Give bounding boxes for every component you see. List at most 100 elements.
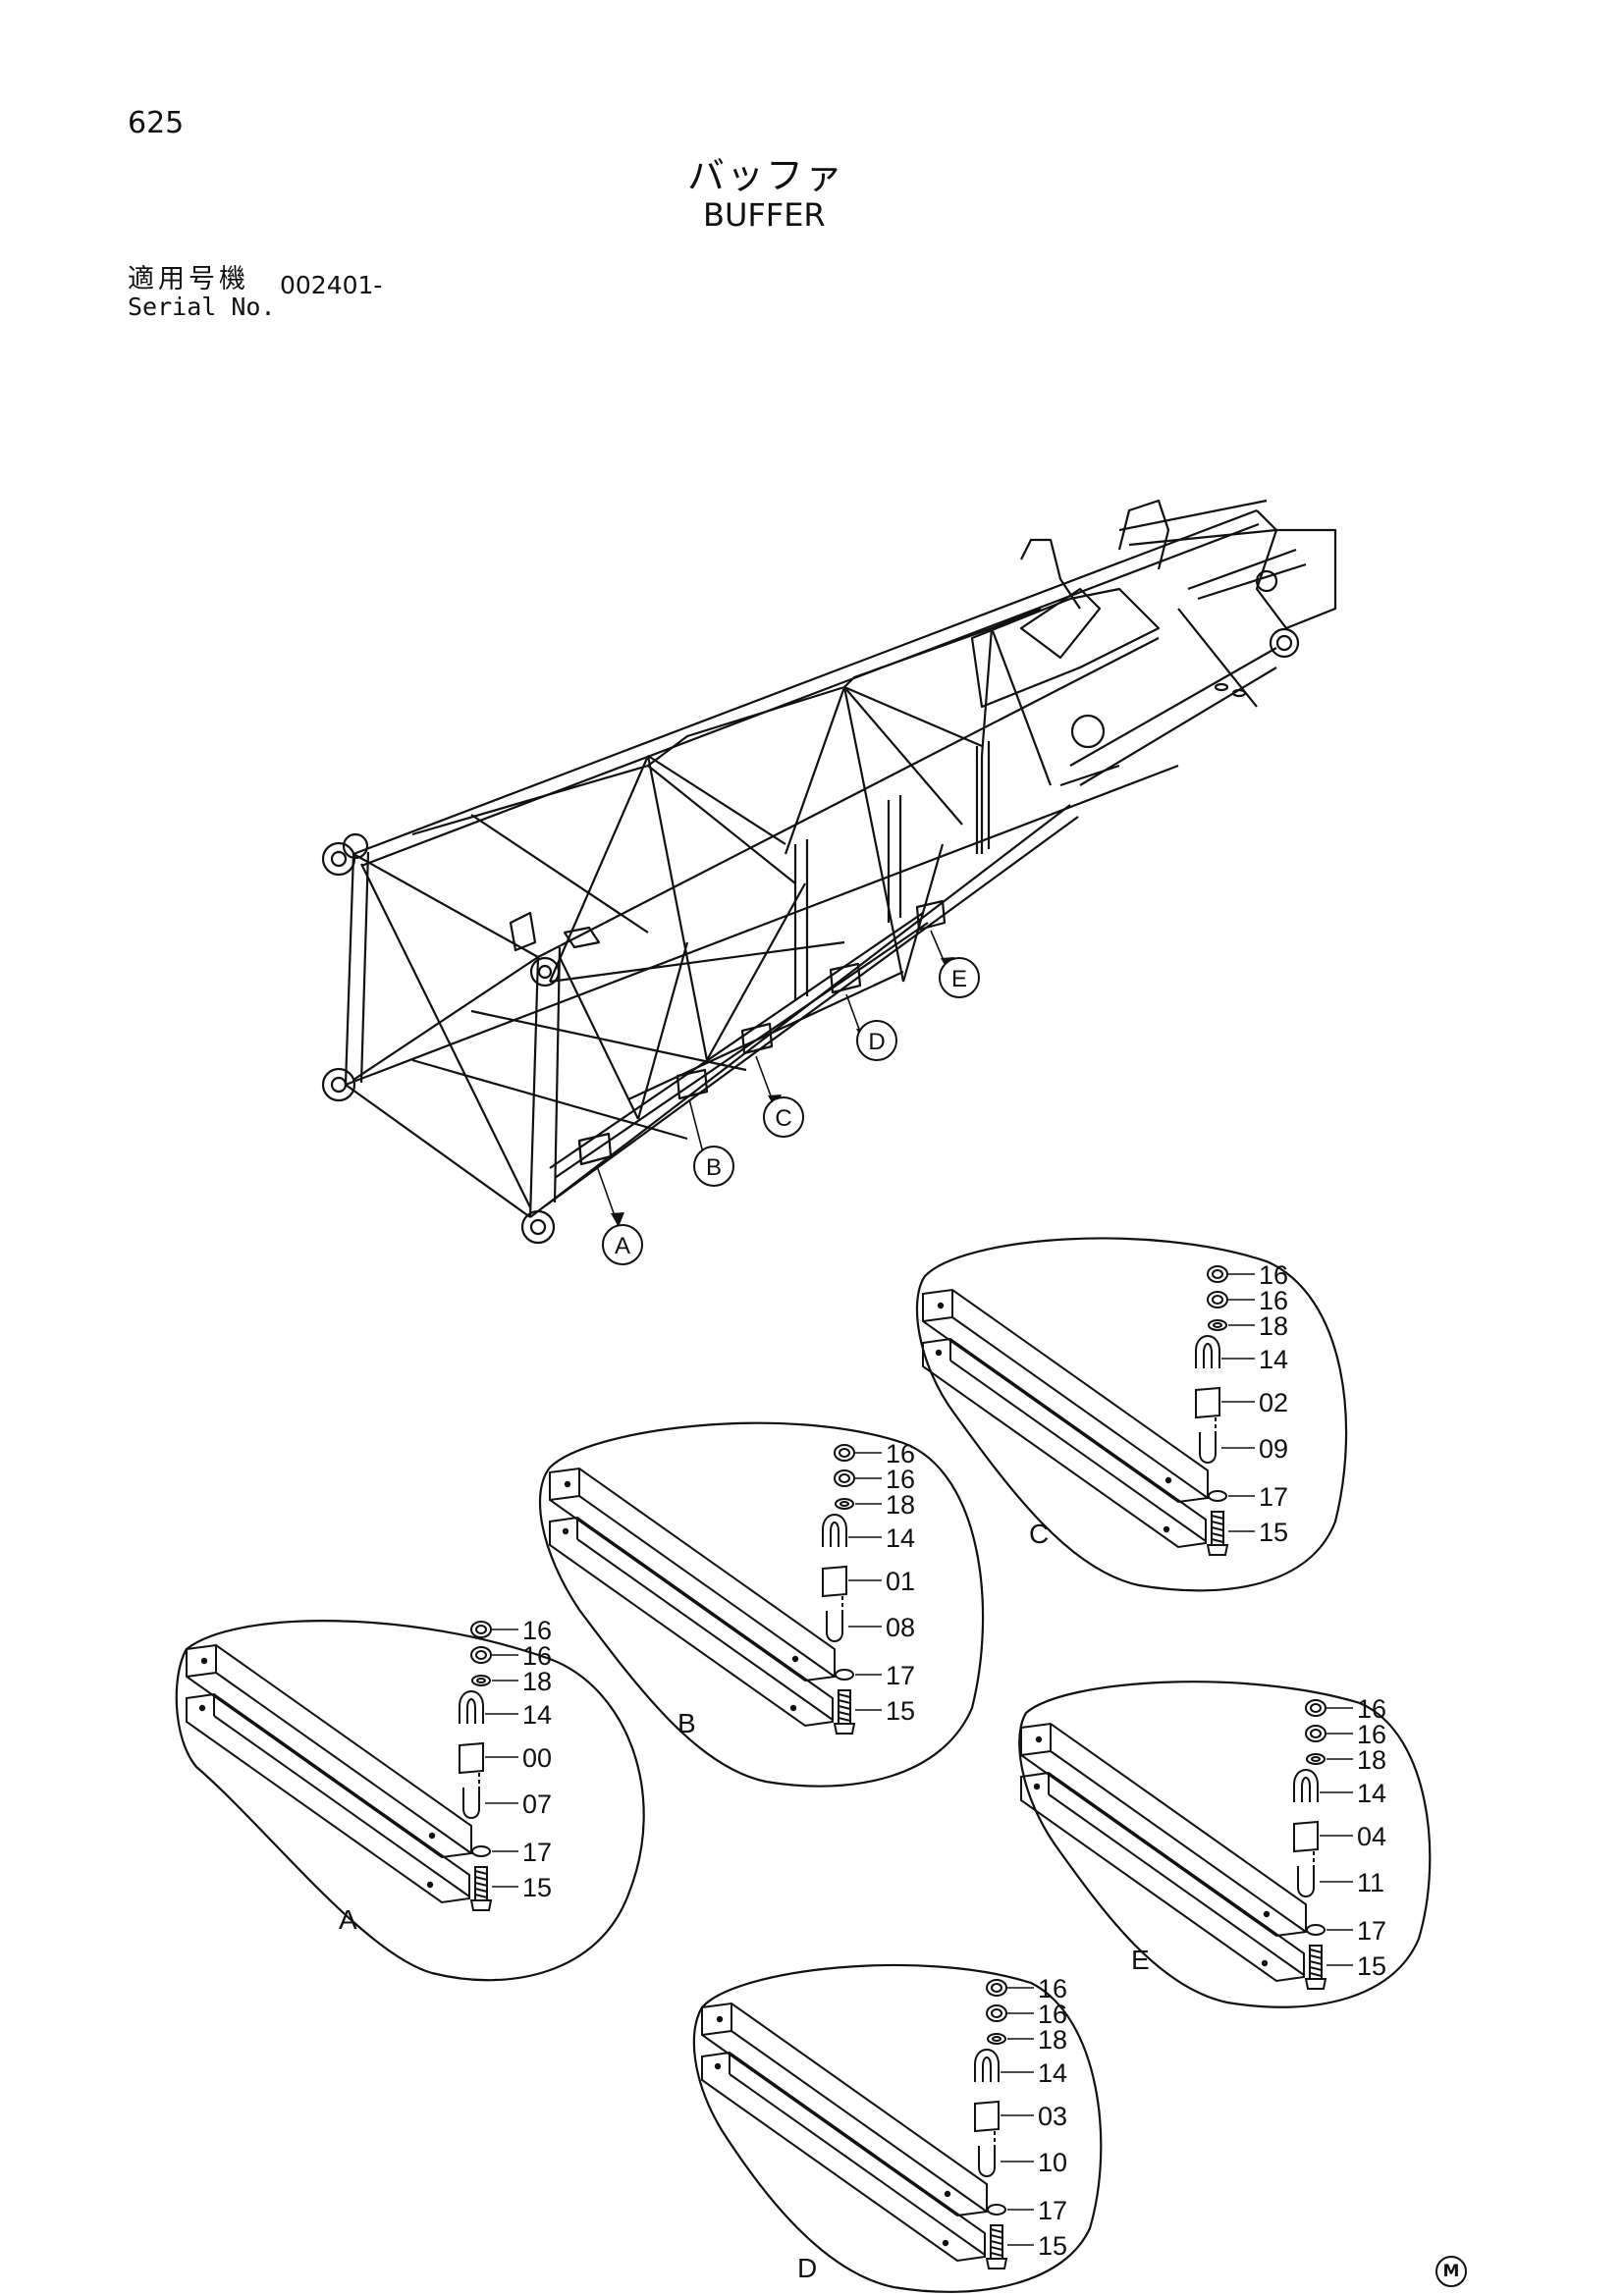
buffer-rail-drawing [701, 2002, 988, 2263]
u-clamp-icon [974, 2049, 1000, 2082]
page-number: 625 [128, 106, 185, 140]
part-number-label: 08 [886, 1613, 915, 1642]
detail-view-label: E [1131, 1945, 1150, 1975]
detail-outline [1018, 1681, 1432, 2008]
buffer-block-icon [974, 2100, 1000, 2133]
part-number-label: 18 [1259, 1311, 1288, 1341]
callout-label: A [615, 1233, 630, 1259]
part-number-label: 16 [1357, 1720, 1386, 1749]
part-number-label: 00 [522, 1743, 552, 1773]
buffer-block-icon [1195, 1386, 1220, 1419]
part-number-label: 17 [886, 1661, 915, 1690]
manufacturer-mark: M [1435, 2256, 1467, 2287]
part-number-label: 14 [1259, 1345, 1288, 1374]
serial-label-english: Serial No. [128, 293, 276, 321]
part-number-label: 16 [522, 1616, 552, 1645]
fastener-stack [1293, 1699, 1327, 1990]
u-clamp-icon [822, 1514, 847, 1547]
part-number-label: 15 [1259, 1518, 1288, 1547]
buffer-rail-drawing [922, 1288, 1209, 1549]
detail-outline [538, 1421, 985, 1788]
part-number-label: 16 [1038, 2000, 1067, 2029]
callout-e: E [939, 957, 980, 998]
title-english: BUFFER [703, 196, 826, 234]
part-number-label: 16 [522, 1641, 552, 1671]
buffer-rail-drawing [1020, 1722, 1307, 1983]
callout-label: D [868, 1029, 885, 1055]
washer-icon [471, 1845, 491, 1857]
part-number-label: 16 [886, 1439, 915, 1468]
buffer-pad [676, 1068, 709, 1100]
u-clamp-icon [1293, 1769, 1319, 1802]
bracket-icon [826, 1611, 843, 1642]
detail-view-label: D [797, 2253, 817, 2283]
part-number-label: 07 [522, 1789, 552, 1819]
boom-assembly-drawing [321, 499, 1337, 1245]
detail-outline [692, 1963, 1103, 2293]
part-number-label: 17 [1259, 1482, 1288, 1512]
part-number-label: 14 [886, 1523, 915, 1553]
callout-a: A [602, 1224, 643, 1265]
callout-d: D [856, 1020, 897, 1061]
buffer-pad [740, 1022, 774, 1055]
buffer-block-icon [822, 1565, 847, 1598]
bracket-icon [1199, 1432, 1217, 1464]
part-number-label: 17 [522, 1838, 552, 1867]
part-number-label: 18 [1038, 2025, 1067, 2055]
fastener-stack [1195, 1265, 1229, 1556]
part-number-label: 15 [886, 1696, 915, 1726]
part-number-label: 02 [1259, 1388, 1288, 1417]
buffer-pad [829, 962, 862, 994]
detail-view-label: B [677, 1708, 696, 1738]
title-japanese: バッファ [687, 154, 845, 197]
serial-label-japanese: 適用号機 [128, 264, 249, 294]
buffer-block-icon [1293, 1820, 1319, 1853]
buffer-block-icon [459, 1741, 484, 1775]
part-number-label: 14 [1357, 1779, 1386, 1808]
part-number-label: 04 [1357, 1822, 1386, 1851]
part-number-label: 16 [886, 1465, 915, 1494]
washer-icon [835, 1669, 854, 1681]
washer-icon [1306, 1924, 1326, 1936]
fastener-stack [822, 1444, 856, 1735]
callout-label: B [706, 1154, 722, 1181]
part-number-label: 09 [1259, 1434, 1288, 1464]
part-number-label: 15 [1357, 1951, 1386, 1981]
part-number-label: 18 [886, 1490, 915, 1520]
washer-icon [1208, 1490, 1227, 1502]
callout-label: C [775, 1105, 791, 1132]
u-clamp-icon [1195, 1335, 1220, 1368]
part-number-label: 11 [1357, 1868, 1384, 1897]
part-number-label: 16 [1259, 1260, 1288, 1290]
part-number-label: 14 [522, 1700, 552, 1730]
u-clamp-icon [459, 1690, 484, 1724]
part-number-label: 10 [1038, 2148, 1067, 2177]
part-number-label: 16 [1038, 1974, 1067, 2003]
buffer-rail-drawing [549, 1467, 836, 1728]
bracket-icon [1297, 1866, 1315, 1897]
bracket-icon [978, 2146, 996, 2177]
part-number-label: 17 [1038, 2196, 1067, 2225]
part-number-label: 15 [522, 1873, 552, 1902]
buffer-pad [915, 899, 947, 932]
part-number-label: 03 [1038, 2102, 1067, 2131]
detail-view-label: A [339, 1904, 357, 1935]
part-number-label: 14 [1038, 2058, 1067, 2088]
part-number-label: 18 [1357, 1745, 1386, 1775]
callout-label: E [951, 966, 967, 992]
part-number-label: 01 [886, 1567, 915, 1596]
part-number-label: 17 [1357, 1916, 1386, 1946]
fastener-stack [459, 1621, 493, 1911]
detail-outline [915, 1237, 1348, 1592]
callout-b: B [693, 1146, 734, 1187]
bracket-icon [462, 1788, 480, 1819]
part-number-label: 18 [522, 1667, 552, 1696]
fastener-stack [974, 1979, 1008, 2269]
buffer-rail-drawing [186, 1643, 472, 1904]
part-number-label: 16 [1357, 1694, 1386, 1724]
detail-view-label: C [1029, 1519, 1049, 1549]
